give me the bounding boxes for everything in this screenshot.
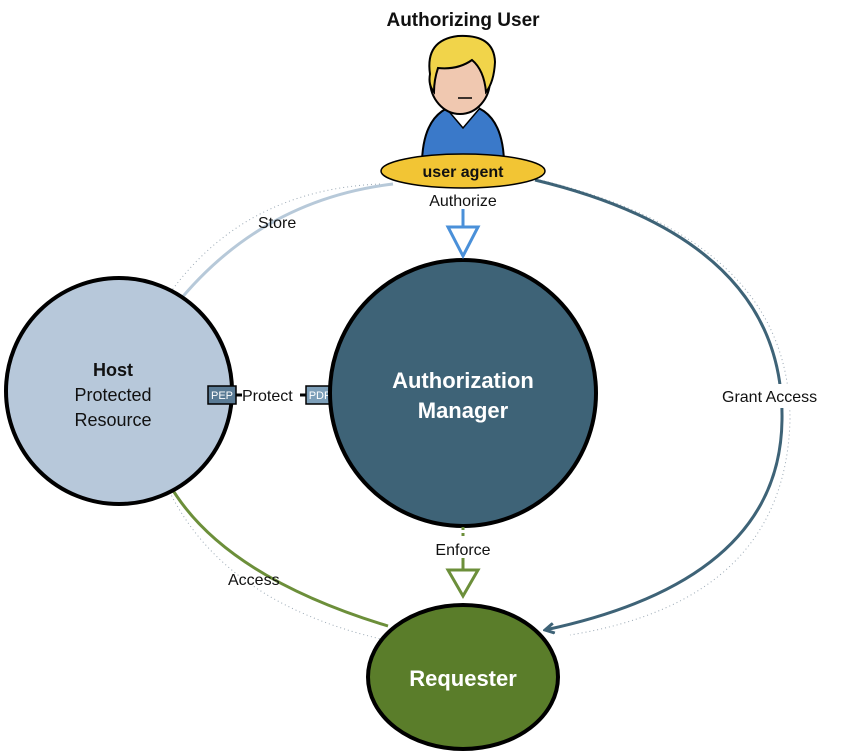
store-arrow xyxy=(175,182,394,306)
grant-access-arrow xyxy=(534,178,784,630)
enforce-arrow xyxy=(445,527,481,600)
enforce-label: Enforce xyxy=(435,542,490,559)
manager-line2: Manager xyxy=(418,398,509,423)
pdp-label: PDP xyxy=(309,390,332,402)
user-agent-label: user agent xyxy=(423,164,505,181)
host-line2: Resource xyxy=(74,410,151,430)
user-agent-badge: user agent xyxy=(380,153,546,189)
grant-access-label-bg xyxy=(720,384,844,408)
host-title: Host xyxy=(93,360,133,380)
pep-label: PEP xyxy=(211,390,233,402)
user-icon xyxy=(420,34,506,173)
host-node: Host Protected Resource xyxy=(4,276,234,506)
requester-node: Requester xyxy=(366,603,560,751)
access-label: Access xyxy=(228,572,280,589)
host-line1: Protected xyxy=(74,385,151,405)
authorize-label: Authorize xyxy=(429,193,497,210)
manager-node: Authorization Manager xyxy=(328,258,598,528)
store-label: Store xyxy=(258,215,296,232)
protect-connector: Protect PEP PDP xyxy=(207,385,335,405)
requester-label: Requester xyxy=(409,666,517,691)
grant-access-label: Grant Access xyxy=(722,389,817,406)
protect-label: Protect xyxy=(242,388,293,405)
dotted-loop xyxy=(159,179,791,641)
manager-line1: Authorization xyxy=(392,368,534,393)
pep-badge xyxy=(207,385,237,405)
access-arrow xyxy=(168,482,389,628)
authorize-arrow xyxy=(445,209,481,260)
manager-circle xyxy=(328,258,598,528)
user-title: Authorizing User xyxy=(386,10,540,31)
user-agent-ellipse xyxy=(380,153,546,189)
requester-ellipse xyxy=(366,603,560,751)
